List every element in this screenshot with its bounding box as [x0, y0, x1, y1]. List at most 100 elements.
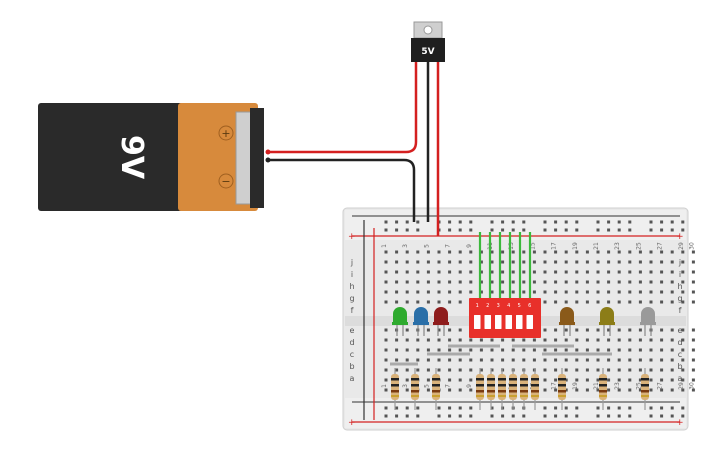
terminal-hole [448, 388, 452, 392]
terminal-hole [543, 338, 547, 342]
terminal-hole [596, 348, 600, 352]
terminal-hole [532, 280, 536, 284]
terminal-hole [522, 348, 526, 352]
led-red [433, 307, 449, 336]
terminal-hole [607, 300, 611, 304]
terminal-hole [660, 358, 664, 362]
terminal-hole [479, 348, 483, 352]
terminal-hole [469, 250, 473, 254]
battery-minus-label: − [221, 175, 230, 188]
terminal-hole [469, 348, 473, 352]
row-letter: g [349, 294, 354, 303]
rail-hole [617, 228, 621, 232]
rail-hole [596, 406, 600, 410]
terminal-hole [511, 338, 515, 342]
dip-toggle[interactable] [526, 315, 534, 329]
dip-position-number: 2 [486, 303, 489, 309]
rail-hole [649, 228, 653, 232]
terminal-hole [416, 280, 420, 284]
terminal-hole [681, 250, 685, 254]
column-number: 21 [593, 242, 600, 250]
column-number: 3 [402, 244, 409, 248]
dip-toggle[interactable] [474, 315, 481, 329]
terminal-hole [426, 358, 430, 362]
terminal-hole [670, 368, 674, 372]
rail-hole [543, 228, 547, 232]
column-number: 5 [423, 244, 430, 248]
terminal-hole [585, 290, 589, 294]
terminal-hole [490, 338, 494, 342]
terminal-hole [628, 388, 632, 392]
terminal-hole [628, 348, 632, 352]
dip-toggle[interactable] [516, 315, 523, 329]
row-letter: j [678, 258, 681, 267]
terminal-hole [458, 348, 462, 352]
terminal-hole [585, 358, 589, 362]
terminal-hole [575, 290, 579, 294]
terminal-hole [585, 348, 589, 352]
terminal-hole [691, 338, 695, 342]
rail-hole [458, 220, 462, 224]
row-letter: a [678, 374, 683, 383]
resistor [641, 368, 649, 410]
rail-hole [554, 414, 558, 418]
column-number: 1 [381, 244, 388, 248]
terminal-hole [554, 388, 558, 392]
terminal-hole [681, 300, 685, 304]
terminal-hole [660, 348, 664, 352]
resistor [558, 368, 566, 410]
terminal-hole [649, 388, 653, 392]
rail-hole [660, 406, 664, 410]
dip-toggle[interactable] [484, 315, 492, 329]
terminal-hole [617, 280, 621, 284]
terminal-hole [681, 378, 685, 382]
dip-position-number: 3 [497, 303, 500, 309]
battery-label: 9V [114, 135, 149, 180]
rail-hole [649, 406, 653, 410]
rail-hole [649, 220, 653, 224]
terminal-hole [405, 358, 409, 362]
rail-hole [607, 406, 611, 410]
voltage-regulator: 5V [411, 21, 445, 62]
rail-hole [617, 220, 621, 224]
terminal-hole [607, 388, 611, 392]
rail-hole [405, 406, 409, 410]
rail-hole [416, 414, 420, 418]
terminal-hole [617, 368, 621, 372]
terminal-hole [490, 290, 494, 294]
dip-toggle[interactable] [495, 315, 502, 329]
rail-hole [607, 220, 611, 224]
column-number: 29 [678, 382, 685, 390]
rail-hole [554, 406, 558, 410]
terminal-hole [532, 290, 536, 294]
terminal-hole [649, 300, 653, 304]
column-number: 19 [572, 382, 579, 390]
row-letter: g [677, 294, 682, 303]
terminal-hole [554, 338, 558, 342]
row-letter: c [350, 350, 354, 359]
rail-hole [575, 220, 579, 224]
terminal-hole [575, 348, 579, 352]
terminal-hole [490, 280, 494, 284]
rail-hole [395, 414, 399, 418]
terminal-hole [458, 270, 462, 274]
rail-plus-top-left: + [348, 232, 356, 242]
terminal-hole [617, 358, 621, 362]
rail-hole [469, 220, 473, 224]
column-number: 1 [381, 384, 388, 388]
terminal-hole [638, 270, 642, 274]
terminal-hole [384, 280, 388, 284]
rail-plus-top-right: + [676, 232, 684, 242]
terminal-hole [479, 250, 483, 254]
dip-toggle[interactable] [505, 315, 513, 329]
resistor [391, 368, 399, 410]
terminal-hole [628, 328, 632, 332]
terminal-hole [575, 280, 579, 284]
terminal-hole [511, 270, 515, 274]
terminal-hole [479, 280, 483, 284]
rail-hole [384, 414, 388, 418]
terminal-hole [660, 328, 664, 332]
terminal-hole [575, 368, 579, 372]
row-letter: i [351, 270, 353, 279]
